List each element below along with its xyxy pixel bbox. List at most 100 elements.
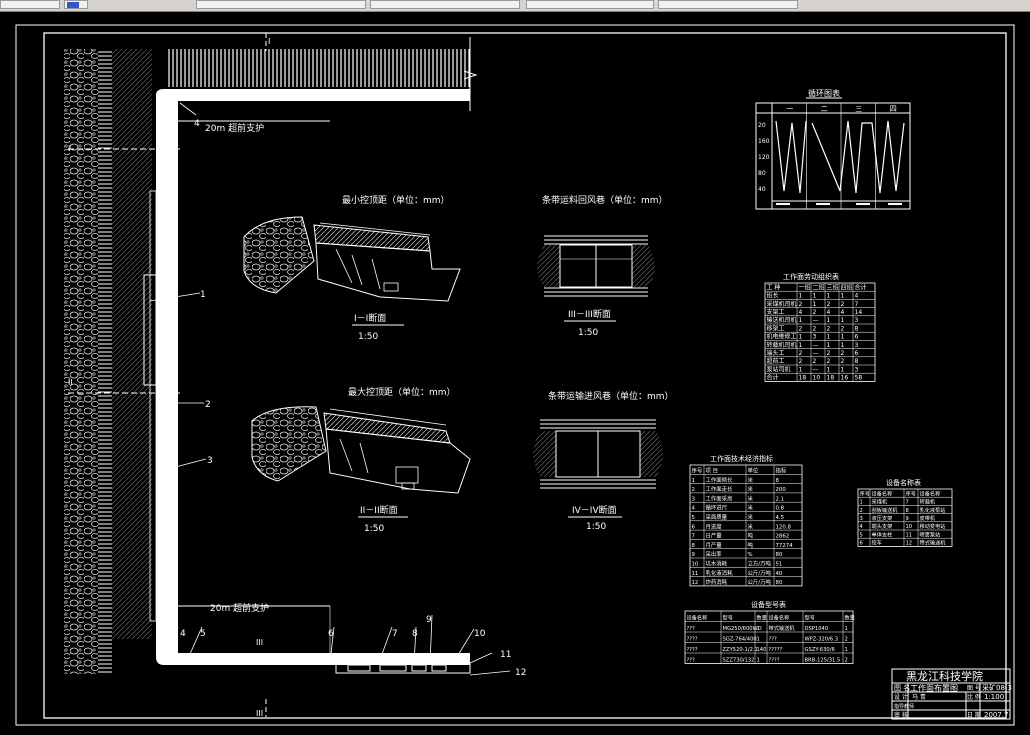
table-cell: 4: [855, 293, 859, 300]
table-cell: 1: [757, 626, 760, 632]
table-cell: 5: [692, 515, 695, 521]
table-cell: ????: [687, 637, 698, 643]
table-header-cell: 三班: [827, 283, 839, 291]
table-cell: 1: [841, 342, 845, 349]
table-cell: 1: [845, 626, 848, 632]
table-title: 工作面劳动组织表: [783, 272, 839, 281]
table-header-cell: 数量: [757, 614, 767, 622]
drawing-canvas[interactable]: 20m 超前支护 20m 超前支护 I I I II II III III: [0, 11, 1030, 735]
table-cell: 采煤机: [872, 498, 888, 506]
table-cell: SZZ730/132: [723, 658, 755, 664]
table-cell: 3: [855, 342, 859, 349]
table-cell: 11: [906, 532, 913, 538]
cycle-y-tick: 40: [758, 186, 766, 193]
callout-12: 12: [515, 668, 526, 678]
section-min-title: 最小控顶距（单位：mm）: [342, 194, 450, 206]
table-cell: 立方/万吨: [748, 560, 772, 568]
table-header-cell: 工 种: [767, 283, 781, 291]
table-cell: 带式输送机: [920, 539, 947, 547]
title-block: 黑龙江科技学院 图 名 工作面布置图 设 计 马 青 指导教师 审 核 图 号 …: [891, 668, 1012, 720]
table-header-cell: 单位: [748, 467, 759, 475]
section-max-title: 最大控顶距（单位：mm）: [348, 386, 456, 398]
table-cell: 1: [757, 658, 760, 664]
table-cell: 转载机司机: [767, 341, 797, 349]
table-cell: 带式输送机: [769, 624, 796, 632]
table-cell: 12: [906, 541, 913, 547]
table-cell: 2: [692, 487, 695, 493]
table-cell: 2: [827, 301, 831, 308]
table-cell: 5: [860, 532, 863, 538]
support-zone: [112, 49, 152, 639]
table-header-cell: 序号: [692, 467, 703, 475]
table-cell: 1: [860, 500, 863, 506]
plotstyle-dropdown[interactable]: [658, 0, 798, 9]
table-cell: 2: [841, 301, 845, 308]
svg-text:II: II: [68, 378, 73, 387]
callout-2: 2: [205, 400, 211, 410]
table-cell: 8: [692, 543, 696, 549]
table-cell: 3: [855, 366, 859, 373]
table-cell: 51: [776, 562, 783, 568]
table-cell: ?????: [769, 647, 783, 653]
layer-dropdown[interactable]: [196, 0, 366, 9]
svg-text:I: I: [170, 144, 172, 153]
drawing-date: 2007.7: [984, 711, 1009, 719]
table-cell: —: [813, 350, 819, 357]
table-header-cell: 设备名称: [920, 489, 941, 497]
cycle-y-tick: 80: [758, 170, 766, 177]
cycle-chart-title: 循环图表: [808, 88, 840, 98]
callout-4: 4: [180, 629, 186, 639]
table-cell: 泵站司机: [767, 365, 791, 373]
table-cell: 6: [855, 350, 859, 357]
table-header-cell: 型号: [723, 614, 733, 622]
table-cell: 3: [855, 317, 859, 324]
table-cell: 7: [855, 301, 859, 308]
top-roadway-supports: [166, 49, 470, 87]
table-cell: 1: [845, 647, 848, 653]
toolbar-field-1[interactable]: [0, 0, 60, 9]
table-cell: 工作面倾长: [706, 476, 734, 484]
top-section-mark: I: [268, 37, 270, 46]
table-cell: 2: [827, 325, 831, 332]
cycle-y-tick: 20: [758, 122, 766, 129]
table-cell: 6: [692, 524, 696, 530]
table-cell: 采面质量: [706, 513, 728, 521]
table-cell: 4.5: [776, 515, 785, 521]
table-cell: 喷雾泵站: [920, 530, 941, 538]
table-title: 工作面技术经济指标: [710, 454, 773, 463]
toolbar-color-swatch[interactable]: [64, 0, 88, 9]
table-cell: 1: [799, 317, 803, 324]
cycle-y-tick: 120: [758, 154, 770, 161]
table-cell: 1: [813, 293, 817, 300]
table-header-cell: 设备名称: [872, 489, 893, 497]
callout-4-top: 4: [194, 119, 200, 129]
table-cell: 9: [906, 516, 909, 522]
table-cell: 40: [776, 571, 783, 577]
table-cell: 乳化液消耗: [706, 569, 734, 577]
section-IV-scale: 1:50: [586, 522, 606, 532]
lineweight-dropdown[interactable]: [526, 0, 654, 9]
linetype-dropdown[interactable]: [370, 0, 520, 9]
table-cell: 4: [692, 506, 696, 512]
table-cell: SGZ-764/400: [723, 637, 757, 643]
transfer-equipment: [347, 664, 447, 672]
table-cell: 机电维修工: [767, 333, 797, 341]
table-cell: 1: [799, 293, 803, 300]
section-III-scale: 1:50: [578, 328, 598, 338]
table-cell: 3: [813, 334, 817, 341]
table-cell: 10: [813, 375, 821, 382]
bottom-support-label: 20m 超前支护: [210, 602, 269, 614]
coal-seam: [98, 49, 112, 674]
table-cell: 公斤/万吨: [748, 578, 772, 586]
table-header-cell: 设备名称: [687, 614, 708, 622]
table-cell: 2: [841, 325, 845, 332]
table-header-cell: 二班: [813, 283, 825, 291]
table-cell: 吨: [748, 532, 754, 540]
table-cell: 8: [906, 508, 909, 514]
table-cell: 2: [813, 309, 817, 316]
table-cell: MG250/600WD: [723, 626, 762, 632]
table-cell: 2862: [776, 534, 790, 540]
svg-text:图 号: 图 号: [967, 685, 981, 692]
